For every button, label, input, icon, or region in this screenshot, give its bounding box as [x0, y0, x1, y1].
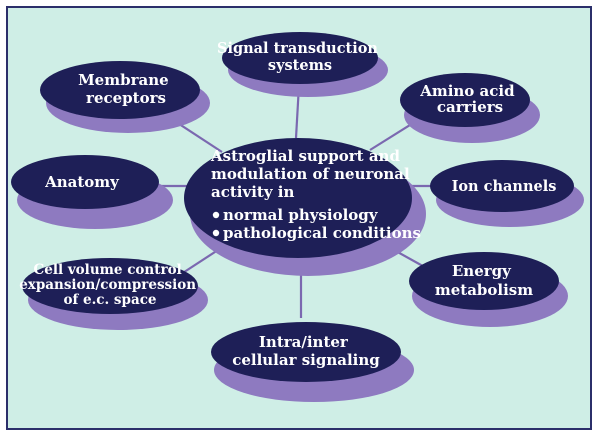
- center-title-line-3: activity in: [211, 183, 294, 201]
- node-signal-transduction: Signal transduction systems: [217, 32, 388, 97]
- svg-text:Cell volume control expa: Cell volume control expansion/compressio…: [19, 262, 201, 308]
- node-cell-volume-control: Cell volume control expansion/compressio…: [19, 258, 208, 330]
- amino-acid-carriers-line-1: Amino acid: [419, 82, 515, 100]
- svg-text:Astroglial support and m: Astroglial support and modulation of neu…: [210, 147, 415, 201]
- anatomy-line-1: Anatomy: [44, 173, 120, 191]
- svg-text:pathological conditions: pathological conditions: [223, 224, 421, 242]
- node-anatomy: Anatomy: [11, 155, 173, 229]
- membrane-receptors-line-1: Membrane: [78, 71, 169, 89]
- node-ellipse: [40, 61, 200, 119]
- node-amino-acid-carriers: Amino acid carriers: [400, 73, 540, 143]
- intercellular-signaling-line-2: cellular signaling: [232, 351, 380, 369]
- node-ellipse: [22, 258, 198, 314]
- svg-text:Anatomy: Anatomy: [44, 173, 120, 191]
- svg-text:Energy metabolism: Energy metabolism: [435, 262, 533, 299]
- node-ellipse: [409, 252, 559, 310]
- center-node: Astroglial support and modulation of neu…: [184, 138, 426, 276]
- center-title-line-1: Astroglial support and: [210, 147, 400, 165]
- bullet-icon: [212, 211, 220, 219]
- bullet-icon: [212, 229, 220, 237]
- center-bullet-pathological-conditions: pathological conditions: [223, 224, 421, 242]
- cell-volume-line-3: of e.c. space: [63, 292, 156, 308]
- intercellular-signaling-line-1: Intra/inter: [259, 333, 349, 351]
- svg-text:Ion channels: Ion channels: [452, 178, 557, 195]
- node-ellipse: [430, 160, 574, 212]
- cell-volume-line-1: Cell volume control: [34, 262, 182, 278]
- membrane-receptors-line-2: receptors: [86, 89, 166, 107]
- svg-text:Amino acid carriers: Amino acid carriers: [419, 82, 520, 116]
- center-bullet-normal-physiology: normal physiology: [223, 206, 379, 224]
- node-ellipse: [222, 32, 378, 84]
- ion-channels-line-1: Ion channels: [452, 178, 557, 195]
- node-membrane-receptors: Membrane receptors: [40, 61, 210, 133]
- center-title-line-2: modulation of neuronal: [211, 165, 410, 183]
- node-ellipse: [11, 155, 159, 209]
- cell-volume-line-2: expansion/compression: [19, 277, 196, 293]
- svg-text:Signal transduction syst: Signal transduction systems: [217, 40, 383, 74]
- node-ellipse: [211, 322, 401, 382]
- svg-text:Membrane receptors: Membrane receptors: [78, 71, 174, 107]
- energy-metabolism-line-2: metabolism: [435, 281, 533, 299]
- svg-text:Intra/inter cellular sig: Intra/inter cellular signaling: [232, 333, 380, 369]
- amino-acid-carriers-line-2: carriers: [437, 98, 503, 116]
- svg-text:normal physiology: normal physiology: [223, 206, 379, 224]
- energy-metabolism-line-1: Energy: [452, 262, 512, 280]
- signal-transduction-line-2: systems: [268, 57, 332, 74]
- node-ellipse: [400, 73, 530, 127]
- signal-transduction-line-1: Signal transduction: [217, 40, 378, 57]
- node-intercellular-signaling: Intra/inter cellular signaling: [211, 322, 414, 402]
- center-node-ellipse: [184, 138, 412, 258]
- node-ion-channels: Ion channels: [430, 160, 584, 227]
- node-energy-metabolism: Energy metabolism: [409, 252, 568, 327]
